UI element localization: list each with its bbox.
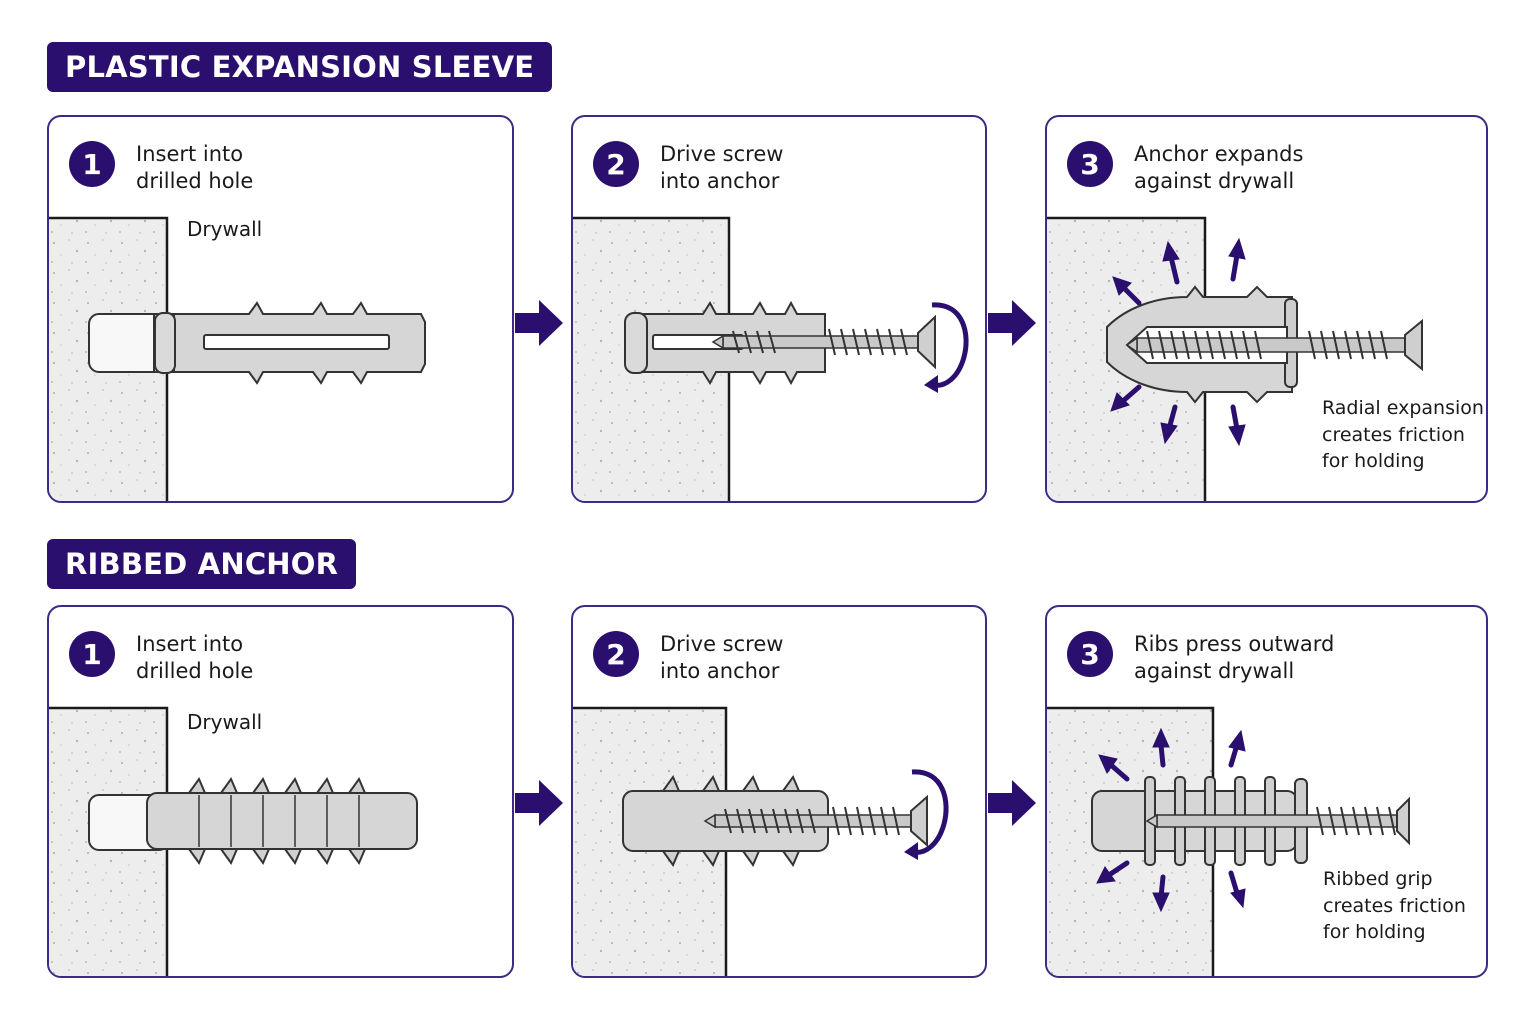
rotation-arrow-icon: [904, 769, 949, 860]
step-number-badge: 2: [593, 631, 639, 677]
step-panel-ribbed-2: 2 Drive screw into anchor: [571, 605, 987, 978]
step-panel-ribbed-1: 1 Insert into drilled hole Drywall: [47, 605, 514, 978]
step-title: Insert into drilled hole: [136, 142, 254, 193]
drywall-label: Drywall: [187, 217, 263, 241]
rotation-arrow-icon: [924, 302, 969, 393]
expansion-arrow-icon: [1110, 237, 1246, 447]
sleeve-insert-illustration: [49, 216, 426, 501]
step-panel-ribbed-3: 3 Ribs press outward against drywall Rib…: [1045, 605, 1488, 978]
flow-arrow-icon: [988, 300, 1036, 346]
ribbed-press-illustration: [1047, 706, 1410, 976]
step-number-badge: 1: [69, 141, 115, 187]
friction-note: Radial expansion creates friction for ho…: [1322, 397, 1484, 472]
step-number-badge: 2: [593, 141, 639, 187]
step-title: Drive screw into anchor: [660, 142, 784, 193]
sleeve-expand-illustration: [1047, 216, 1423, 501]
section-title-expansion-sleeve: PLASTIC EXPANSION SLEEVE: [47, 42, 553, 92]
step-title: Drive screw into anchor: [660, 632, 784, 683]
ribbed-drive-illustration: [573, 706, 928, 976]
step-panel-sleeve-3: 3 Anchor expands against drywall Radial …: [1045, 115, 1488, 503]
flow-arrow-icon: [515, 300, 563, 346]
ribbed-insert-illustration: [49, 706, 418, 976]
drywall-label: Drywall: [187, 710, 263, 734]
step-title: Insert into drilled hole: [136, 632, 254, 683]
flow-arrow-icon: [515, 780, 563, 826]
step-title: Ribs press outward against drywall: [1134, 632, 1335, 683]
expansion-arrow-icon: [1096, 727, 1246, 913]
step-number-badge: 1: [69, 631, 115, 677]
friction-note: Ribbed grip creates friction for holding: [1323, 868, 1466, 943]
section-title-ribbed-anchor: RIBBED ANCHOR: [47, 539, 357, 589]
step-number-badge: 3: [1067, 141, 1113, 187]
sleeve-drive-illustration: [573, 216, 936, 501]
flow-arrow-icon: [988, 780, 1036, 826]
step-panel-sleeve-1: 1 Insert into drilled hole Drywall: [47, 115, 514, 503]
step-title: Anchor expands against drywall: [1134, 142, 1304, 193]
step-panel-sleeve-2: 2 Drive screw into anchor: [571, 115, 987, 503]
step-number-badge: 3: [1067, 631, 1113, 677]
